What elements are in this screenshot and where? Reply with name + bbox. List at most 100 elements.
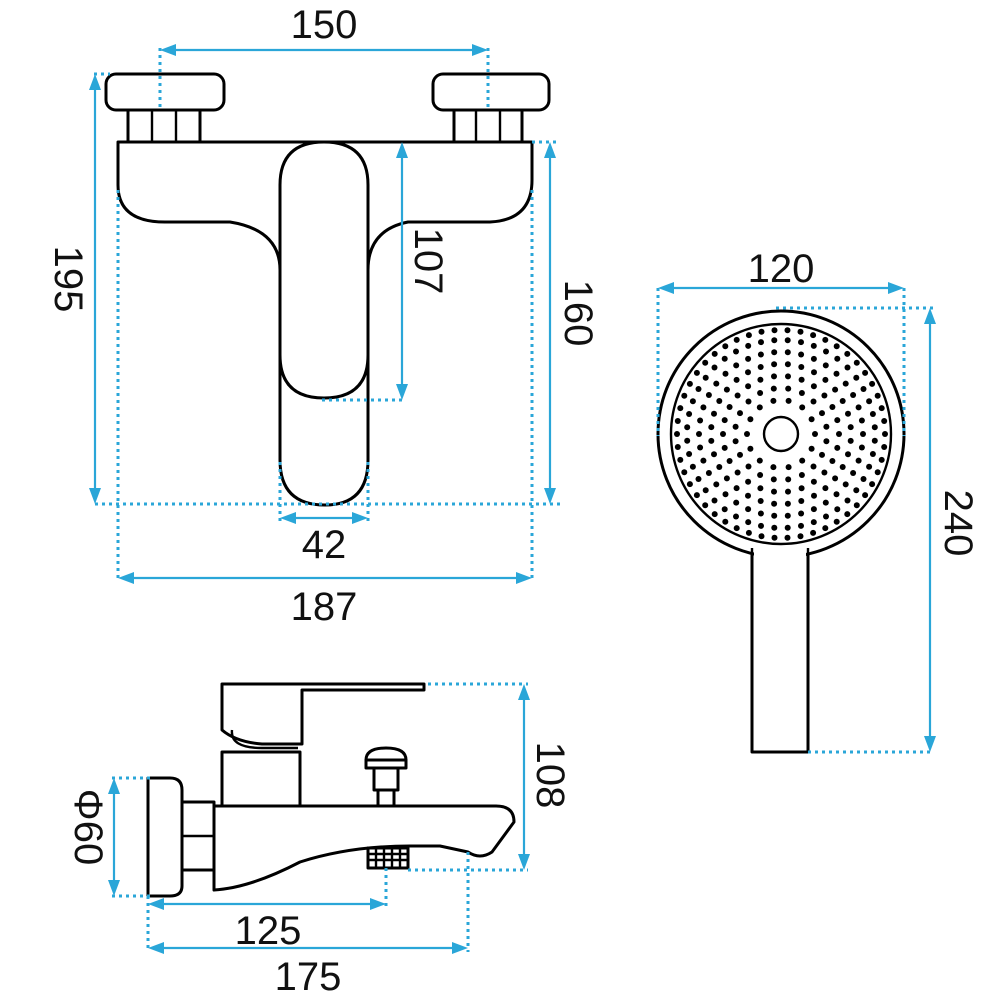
nozzle-hole	[784, 327, 791, 334]
nozzle-hole	[733, 513, 739, 520]
nozzle-hole	[758, 533, 765, 540]
nozzle-hole	[726, 404, 733, 410]
nozzle-hole	[784, 512, 791, 519]
nozzle-hole	[822, 499, 829, 506]
nozzle-hole	[720, 431, 726, 437]
arrow	[396, 142, 408, 158]
arrow	[544, 142, 556, 158]
dim-label-150: 150	[291, 3, 358, 47]
nozzle-hole	[745, 478, 752, 485]
nozzle-hole	[810, 355, 817, 362]
nozzle-hole	[798, 472, 805, 478]
dim-label-240: 240	[936, 490, 980, 557]
dim-label-175: 175	[275, 955, 342, 999]
front-view-labels: 150 195 107 160 42 187	[46, 3, 600, 629]
nozzle-hole	[833, 491, 840, 498]
nozzle-hole	[702, 374, 709, 381]
arrow	[888, 282, 904, 294]
nozzle-hole	[810, 478, 817, 485]
nozzle-hole	[716, 464, 723, 470]
arrow	[108, 880, 120, 896]
nozzle-hole	[677, 456, 684, 463]
nozzle-hole	[745, 383, 752, 390]
nozzle-hole	[684, 424, 691, 431]
nozzle-hole	[871, 424, 878, 431]
nozzle-hole	[745, 506, 752, 513]
nozzle-hole	[721, 355, 728, 362]
side-column	[220, 750, 302, 808]
nozzle-hole	[785, 385, 792, 392]
nozzle-hole	[871, 437, 878, 444]
nozzle-hole	[732, 423, 739, 430]
nozzle-hole	[713, 481, 720, 488]
nozzle-hole	[722, 518, 729, 525]
nozzle-hole	[784, 534, 791, 541]
nozzle-hole	[810, 519, 817, 526]
nozzle-hole	[808, 416, 815, 423]
nozzle-hole	[822, 485, 829, 492]
nozzle-hole	[745, 332, 752, 339]
arrow	[516, 572, 532, 584]
nozzle-hole	[747, 445, 754, 452]
diverter-knob	[372, 766, 400, 792]
nozzle-hole	[823, 348, 829, 355]
nozzle-hole	[860, 476, 867, 482]
nozzle-hole	[771, 337, 778, 344]
nozzle-hole	[733, 376, 740, 383]
nozzle-hole	[785, 397, 792, 404]
nozzle-hole	[798, 498, 805, 504]
nozzle-hole	[784, 361, 791, 368]
nozzle-hole	[757, 364, 764, 370]
hand-shower-dimensions	[656, 282, 936, 754]
nozzle-hole	[758, 522, 764, 529]
nozzle-hole	[844, 350, 851, 357]
nozzle-hole	[785, 488, 791, 495]
nozzle-hole	[869, 380, 876, 387]
nozzle-hole	[771, 534, 778, 541]
nozzle-hole	[881, 418, 888, 424]
side-lever	[220, 682, 426, 746]
nozzle-hole	[733, 499, 740, 506]
diverter-stem	[376, 788, 396, 808]
nozzle-hole	[855, 404, 862, 411]
nozzle-hole	[785, 373, 791, 380]
nozzle-hole	[771, 524, 778, 531]
arrow	[160, 44, 176, 56]
nozzle-hole	[784, 349, 791, 356]
neck-fill	[754, 548, 806, 560]
nozzle-hole	[733, 362, 740, 369]
nozzle-hole	[822, 525, 829, 532]
nozzle-hole	[695, 386, 702, 392]
nozzle-hole	[822, 362, 829, 369]
nozzle-hole	[862, 492, 869, 499]
nozzle-hole	[850, 470, 857, 476]
nozzle-hole	[842, 380, 849, 387]
nozzle-hole	[832, 475, 839, 482]
shower-nozzles	[674, 327, 888, 541]
dim-label-phi60: Φ60	[66, 789, 110, 865]
dim-label-125: 125	[235, 909, 302, 953]
nozzle-hole	[810, 529, 817, 536]
nozzle-hole	[732, 438, 739, 445]
nozzle-hole	[822, 336, 829, 343]
dim-label-107: 107	[406, 228, 450, 295]
arrow	[118, 572, 134, 584]
nozzle-hole	[745, 369, 751, 376]
nozzle-hole	[799, 404, 806, 411]
nozzle-hole	[705, 470, 712, 476]
nozzle-hole	[757, 376, 764, 383]
side-view-dimensions	[108, 682, 530, 954]
nozzle-hole	[874, 469, 881, 476]
nozzle-hole	[721, 506, 728, 513]
nozzle-hole	[797, 328, 804, 335]
nozzle-hole	[756, 404, 763, 411]
nozzle-hole	[771, 327, 778, 334]
nozzle-hole	[674, 431, 680, 437]
nozzle-hole	[821, 469, 828, 476]
nozzle-hole	[798, 485, 805, 492]
nozzle-hole	[798, 351, 805, 358]
dim-label-42: 42	[302, 523, 347, 567]
nozzle-hole	[697, 417, 704, 424]
nozzle-hole	[771, 500, 778, 507]
